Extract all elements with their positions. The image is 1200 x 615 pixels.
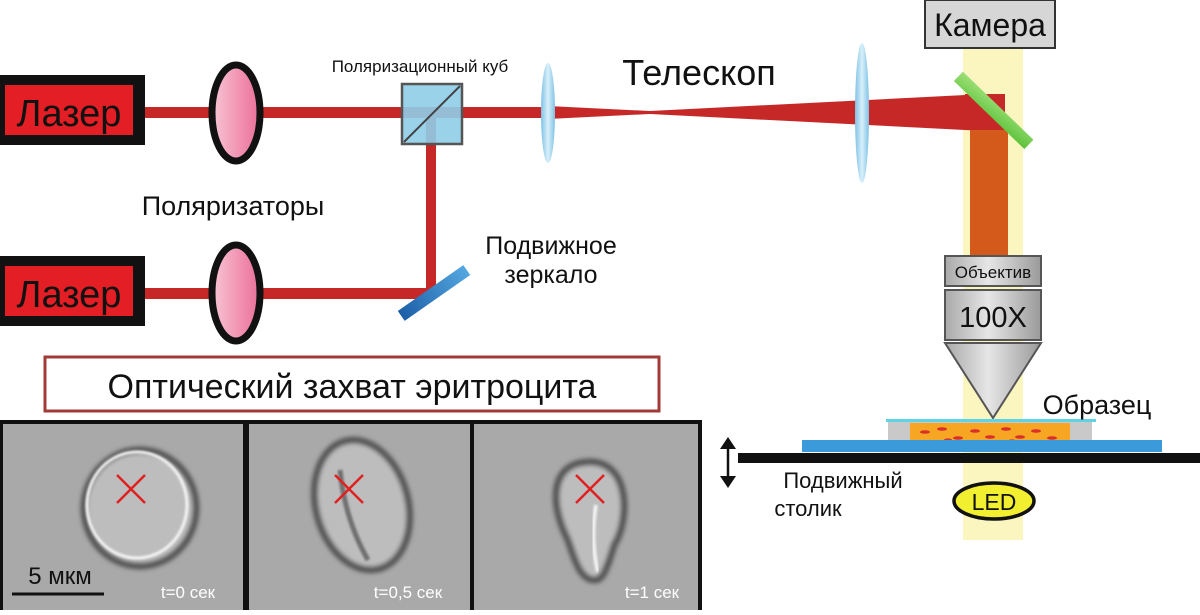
stage-label-line2: столик bbox=[774, 496, 842, 521]
cell-round-highlight bbox=[85, 450, 189, 560]
mirror-label-line1: Подвижное bbox=[485, 232, 617, 260]
cell-elongated bbox=[552, 458, 628, 584]
camera-label: Камера bbox=[934, 7, 1046, 43]
laser-beam-top bbox=[140, 107, 550, 118]
led-source bbox=[952, 481, 1036, 521]
beam-to-objective bbox=[970, 130, 1008, 256]
sample-label: Образец bbox=[1043, 390, 1152, 420]
cube-diagonal bbox=[403, 85, 461, 143]
stage-arrow-up bbox=[720, 437, 736, 449]
frame-1-cross bbox=[116, 474, 146, 504]
stage-plate bbox=[802, 440, 1162, 452]
stage-arrow-down bbox=[720, 476, 736, 488]
telescope-lens-2 bbox=[855, 43, 869, 183]
laser-bottom-label: Лазер bbox=[17, 274, 122, 316]
telescope-beam-converging bbox=[548, 106, 650, 119]
frame-1: 5 мкм t=0 сек bbox=[0, 420, 246, 610]
led-label: LED bbox=[972, 489, 1017, 515]
frame-2-cross bbox=[334, 474, 364, 504]
frame-3-time: t=1 сек bbox=[625, 583, 680, 602]
cell-elongated-highlight bbox=[591, 504, 600, 573]
objective-label: Объектив bbox=[955, 263, 1031, 282]
objective-body bbox=[944, 289, 1042, 341]
stage-label-line1: Подвижный bbox=[783, 468, 902, 493]
magnification-label: 100X bbox=[959, 302, 1027, 334]
telescope-lens-1 bbox=[541, 63, 555, 163]
frame-3: t=1 сек bbox=[470, 420, 702, 610]
laser-beam-vertical bbox=[426, 118, 436, 294]
moving-stage-bar bbox=[738, 453, 1200, 463]
sample-coverslip bbox=[886, 419, 1096, 422]
polarizing-cube-label: Поляризационный куб bbox=[332, 57, 509, 76]
polarizers-label: Поляризаторы bbox=[142, 191, 325, 221]
caption-box bbox=[43, 355, 661, 413]
telescope-beam-expanding bbox=[650, 94, 985, 131]
laser-beam-bottom bbox=[140, 288, 435, 299]
scale-bar-label: 5 мкм bbox=[28, 563, 92, 590]
polarizer-top bbox=[208, 61, 264, 165]
objective-top bbox=[944, 255, 1042, 287]
cell-round bbox=[80, 446, 200, 570]
polarizer-bottom bbox=[208, 241, 264, 345]
sample-chamber bbox=[910, 423, 1070, 443]
frame-3-cross bbox=[575, 474, 605, 504]
frame-2-time: t=0,5 сек bbox=[374, 583, 443, 602]
frame-1-time: t=0 сек bbox=[161, 583, 216, 602]
laser-bottom-body bbox=[5, 266, 133, 316]
telescope-label: Телескоп bbox=[622, 52, 776, 93]
laser-top-body bbox=[5, 85, 133, 135]
caption-text: Оптический захват эритроцита bbox=[108, 368, 597, 406]
moving-mirror bbox=[397, 265, 471, 321]
camera-box bbox=[924, 0, 1056, 49]
objective-cone bbox=[943, 342, 1043, 420]
dichroic-mirror bbox=[953, 71, 1034, 150]
mirror-label-line2: зеркало bbox=[504, 261, 597, 289]
laser-top-label: Лазер bbox=[17, 93, 122, 135]
frame-2: t=0,5 сек bbox=[245, 420, 474, 610]
